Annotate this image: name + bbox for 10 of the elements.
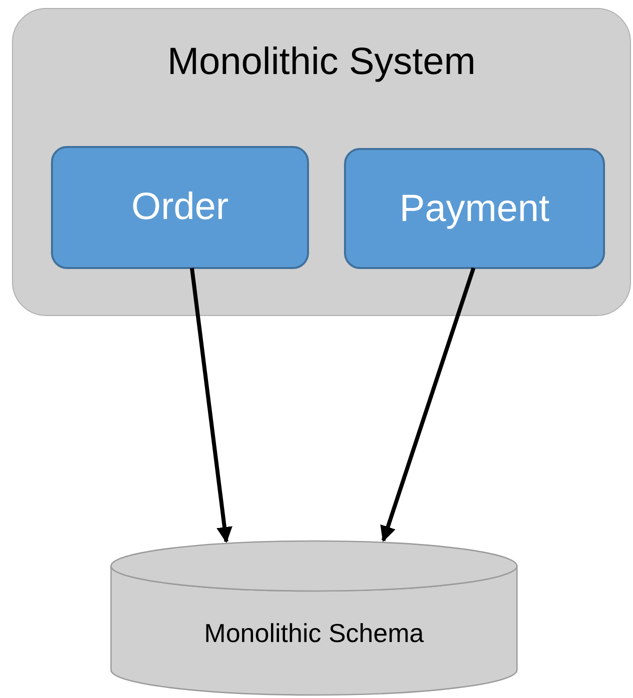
- arrow: [380, 267, 476, 542]
- database-cylinder: [110, 540, 518, 696]
- module-label: Payment: [400, 188, 550, 230]
- database-label: Monolithic Schema: [204, 618, 424, 648]
- module-box: [344, 148, 605, 269]
- module-box: [51, 146, 309, 269]
- arrow: [190, 268, 232, 544]
- system-container: [12, 8, 631, 316]
- module-label: Order: [131, 186, 229, 228]
- container-title: Monolithic System: [167, 41, 476, 83]
